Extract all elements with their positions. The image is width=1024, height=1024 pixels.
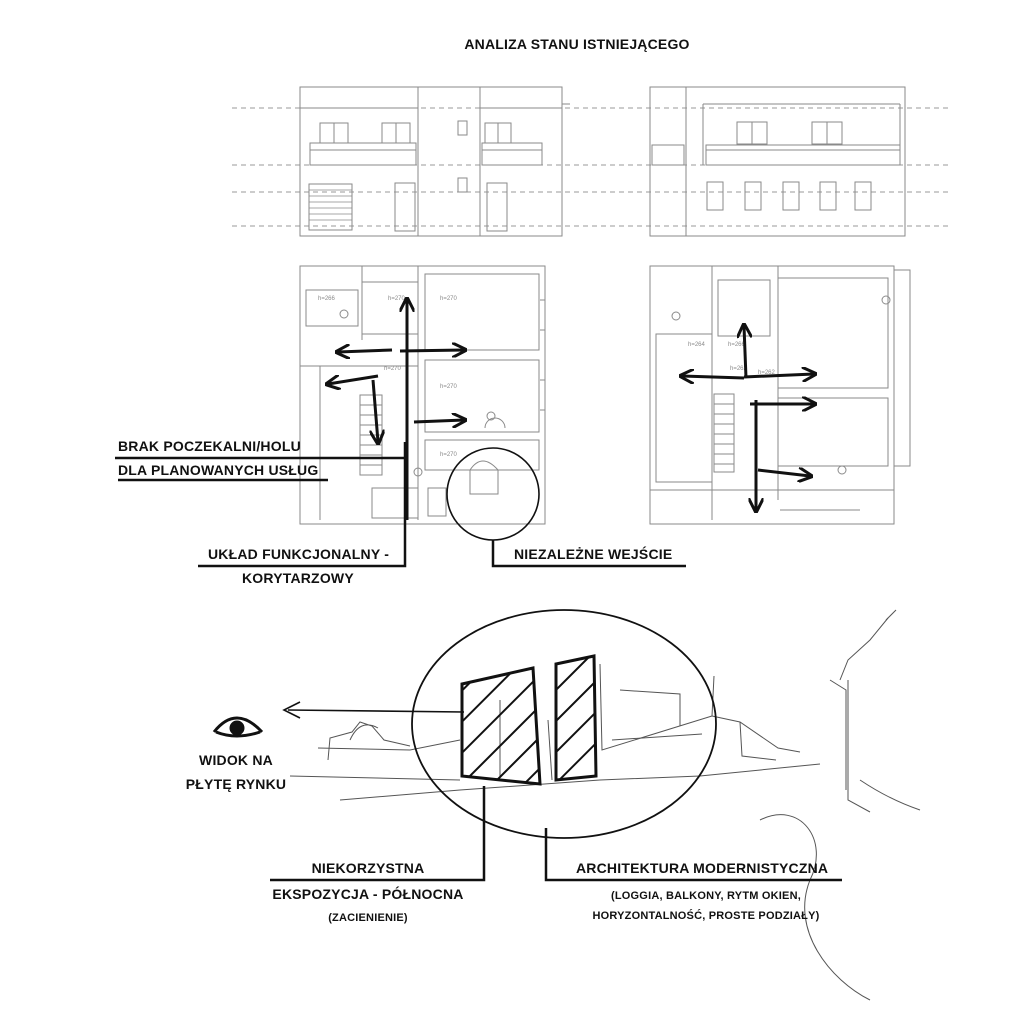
hatched-panel-right [554, 654, 598, 782]
right-height-4: h=262 [758, 370, 776, 376]
left-height-2: h=270 [388, 296, 406, 302]
right-height-3: h=262 [730, 366, 748, 372]
view-arrow [282, 701, 465, 719]
right-floor-plan [649, 265, 911, 525]
annotation-architektura-note1: (LOGGIA, BALKONY, RYTM OKIEN, [611, 890, 801, 902]
annotation-widok-line1: WIDOK NA [199, 752, 273, 768]
annotation-architektura: ARCHITEKTURA MODERNISTYCZNA [576, 860, 829, 876]
annotation-architektura-note2: HORYZONTALNOŚĆ, PROSTE PODZIAŁY) [592, 910, 820, 922]
right-plan-height-labels: h=264 h=266 h=262 h=262 [688, 342, 776, 376]
left-plan-height-labels: h=266 h=270 h=270 h=270 h=270 h=270 [318, 296, 458, 458]
right-elevation [649, 86, 906, 237]
annotation-widok-line2: PŁYTĘ RYNKU [185, 776, 287, 792]
left-height-6: h=270 [440, 452, 458, 458]
annotation-leaders [115, 442, 686, 568]
circulation-arrows-right [682, 326, 814, 510]
left-height-3: h=270 [440, 296, 458, 302]
right-height-2: h=266 [728, 342, 746, 348]
eye-icon [212, 716, 264, 738]
annotation-niekorzystna-line1: NIEKORZYSTNA [311, 860, 425, 876]
annotation-brak-line2: DLA PLANOWANYCH USŁUG [118, 462, 319, 478]
annotation-niekorzystna-line2: EKSPOZYCJA - PÓŁNOCNA [272, 886, 464, 902]
annotation-niekorzystna-note: (ZACIENIENIE) [328, 912, 408, 924]
hatched-panel-left [460, 666, 542, 786]
circulation-arrows-left [328, 300, 464, 520]
page-title: ANALIZA STANU ISTNIEJĄCEGO [464, 36, 690, 52]
left-height-1: h=266 [318, 296, 336, 302]
left-height-5: h=270 [440, 384, 458, 390]
right-height-1: h=264 [688, 342, 706, 348]
bottom-annotation-leaders [270, 786, 842, 882]
left-elevation [299, 86, 570, 237]
annotation-brak-line1: BRAK POCZEKALNI/HOLU [118, 438, 301, 454]
left-floor-plan [299, 265, 546, 525]
left-height-4: h=270 [384, 366, 402, 372]
street-sketch [289, 609, 921, 1001]
modernist-highlight-ellipse [411, 609, 717, 839]
annotation-uklad-line2: KORYTARZOWY [242, 570, 354, 586]
annotation-uklad-line1: UKŁAD FUNKCJONALNY - [208, 546, 390, 562]
annotation-niezalezne: NIEZALEŻNE WEJŚCIE [514, 546, 673, 562]
